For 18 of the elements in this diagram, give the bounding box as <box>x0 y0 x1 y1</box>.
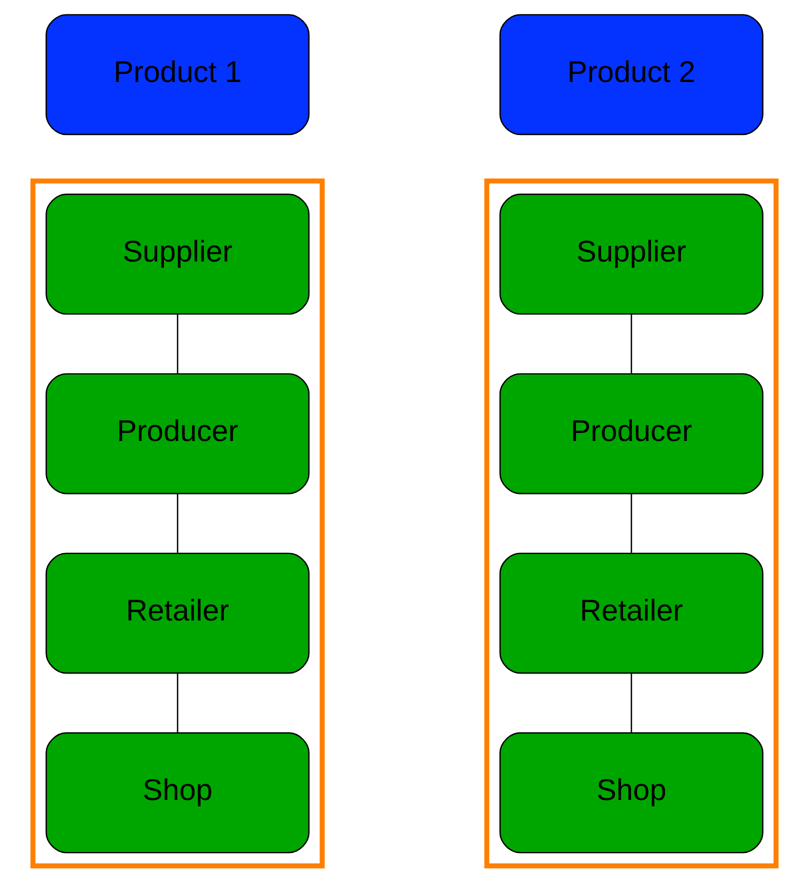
node-box: Retailer <box>498 552 763 674</box>
node-box: Retailer <box>45 552 310 674</box>
connector <box>630 673 632 732</box>
connector <box>176 494 178 553</box>
connector <box>630 314 632 374</box>
node-box: Producer <box>498 373 763 494</box>
node-box: Shop <box>498 732 763 854</box>
node-box: Product 2 <box>498 14 763 136</box>
cluster <box>484 178 778 868</box>
node-box: Producer <box>45 373 310 494</box>
node-box: Supplier <box>498 194 763 315</box>
connector <box>176 673 178 732</box>
node-box: Supplier <box>45 194 310 315</box>
connector <box>630 494 632 553</box>
cluster <box>30 178 324 868</box>
node-box: Product 1 <box>45 14 310 136</box>
node-box: Shop <box>45 732 310 854</box>
connector <box>176 314 178 374</box>
